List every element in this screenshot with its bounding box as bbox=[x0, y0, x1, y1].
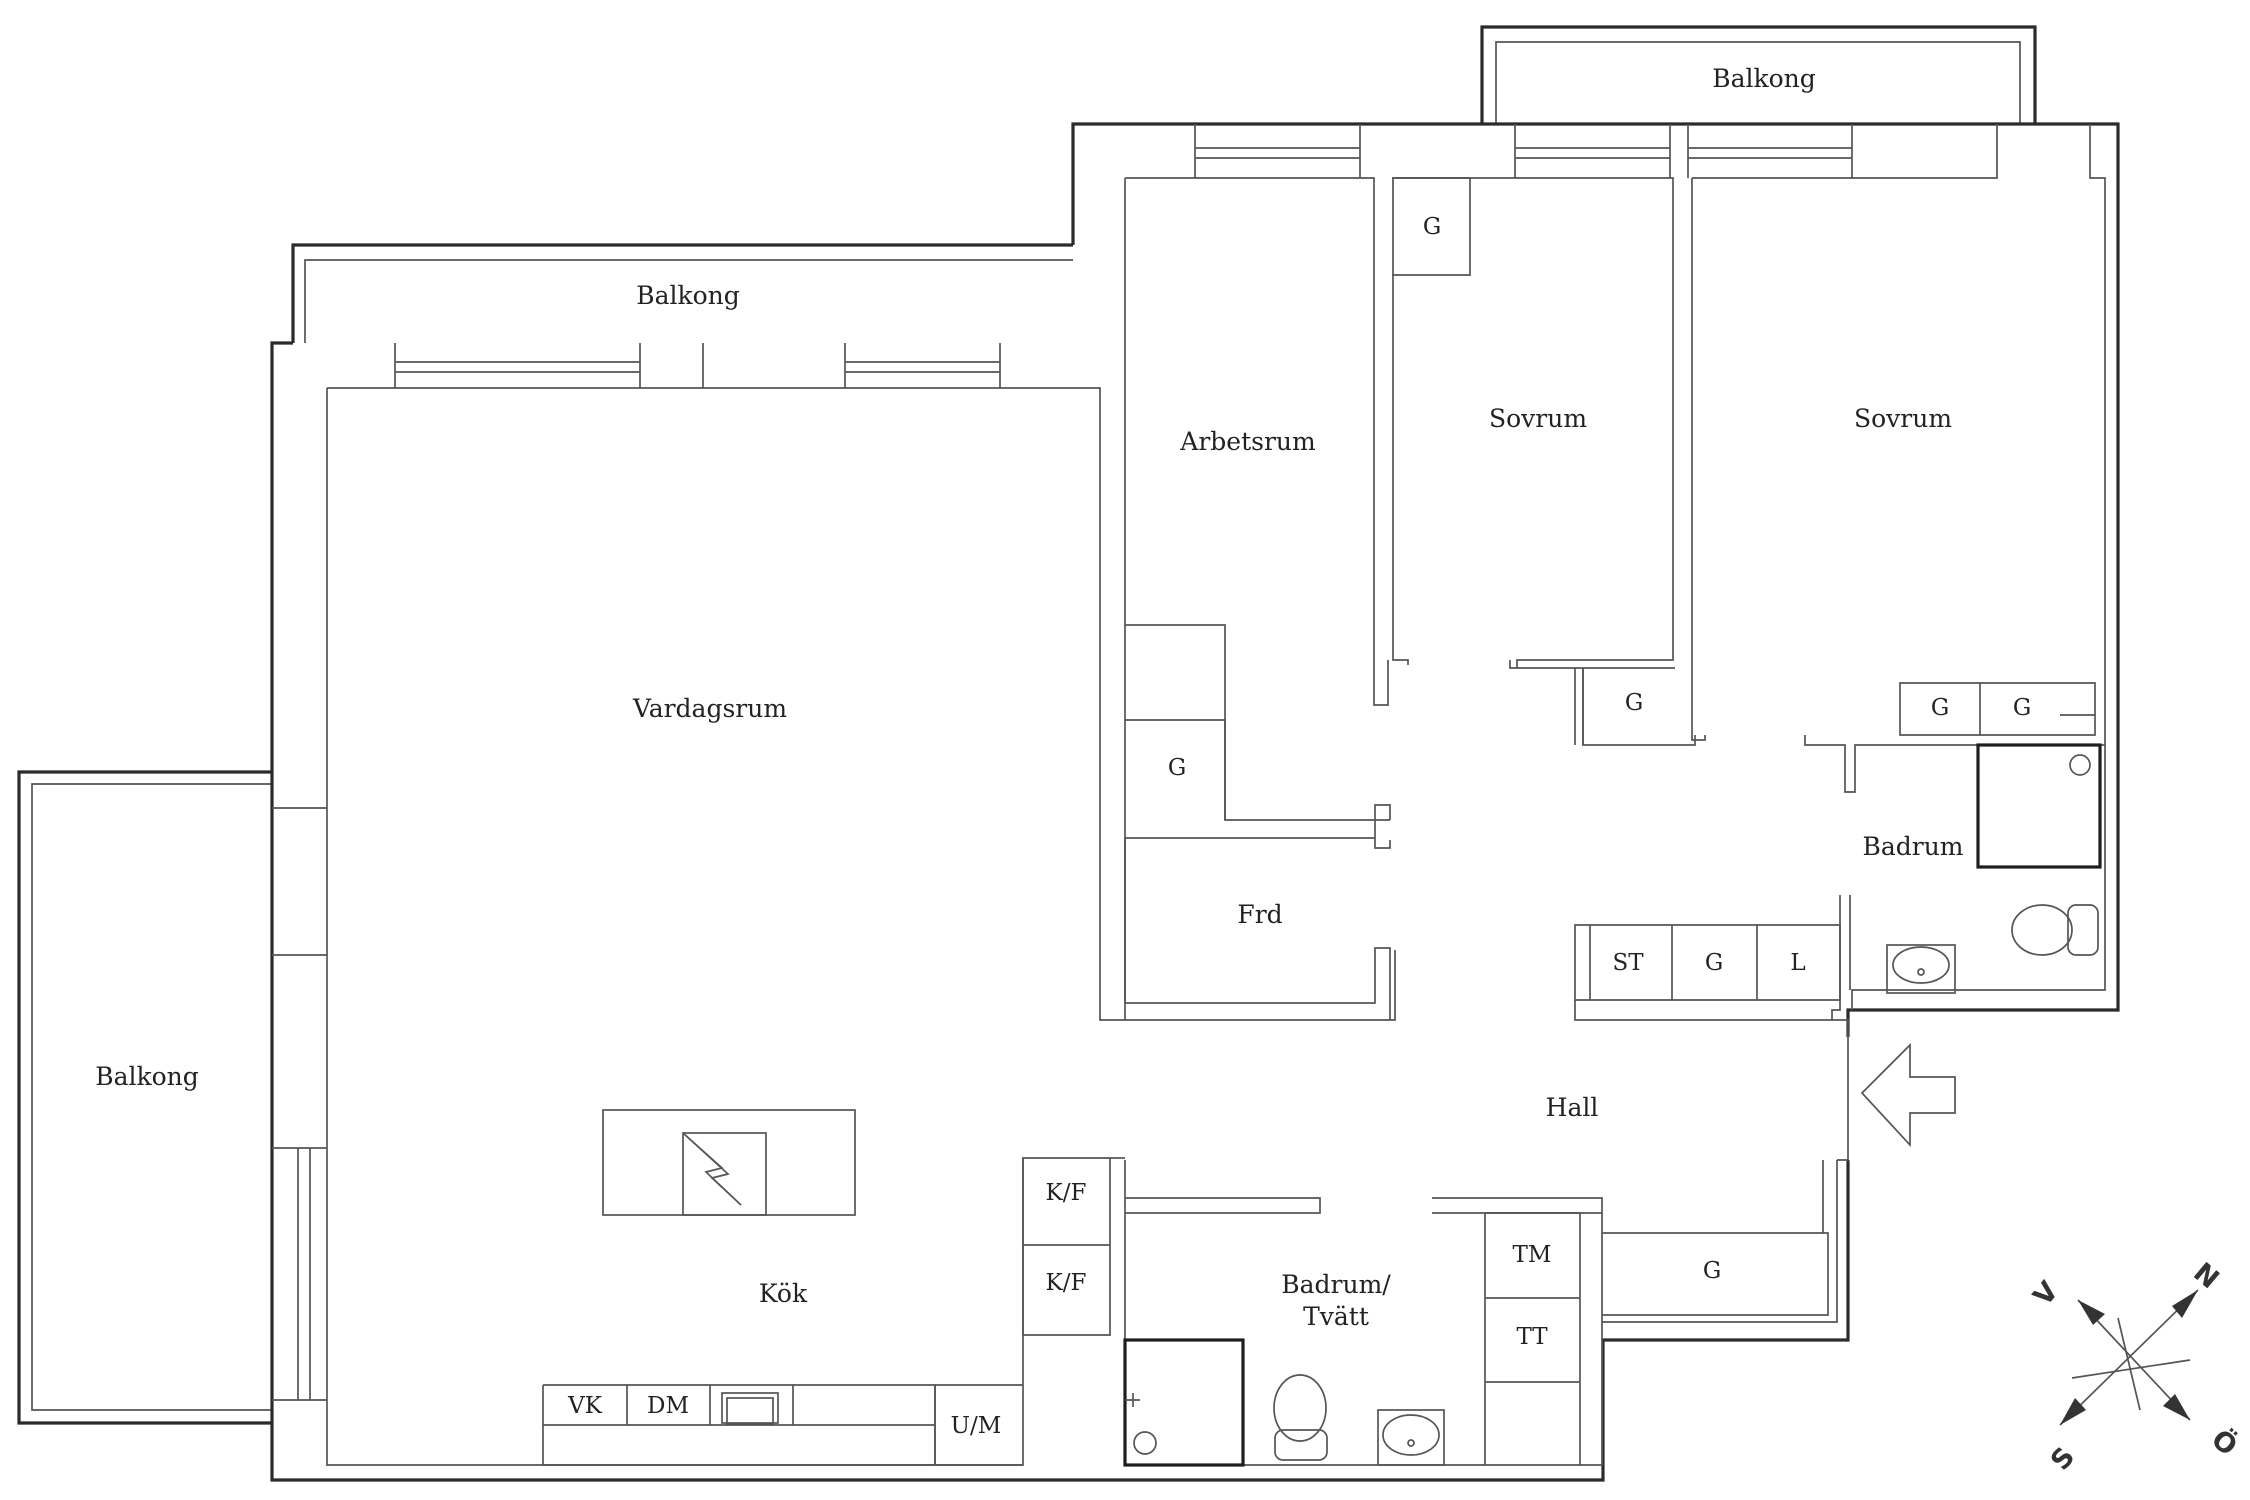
hall-walls bbox=[1124, 1019, 1849, 1466]
entrance-arrow-icon bbox=[1860, 1042, 1956, 1148]
balcony-top-right bbox=[1480, 25, 2037, 124]
label-kok: Kök bbox=[759, 1279, 808, 1308]
kitchen-counter bbox=[542, 1384, 1023, 1466]
label-kf-upper: K/F bbox=[1046, 1180, 1087, 1206]
kitchen-island bbox=[602, 1109, 856, 1216]
kitchen-fridge-block bbox=[1022, 1157, 1125, 1336]
fixtures-bathroom bbox=[1123, 743, 2102, 1467]
label-um: U/M bbox=[951, 1413, 1002, 1439]
label-l: L bbox=[1790, 950, 1805, 976]
compass-north: N bbox=[2187, 1257, 2224, 1295]
compass-icon bbox=[2059, 1289, 2199, 1426]
label-balkong-top-right: Balkong bbox=[1712, 64, 1816, 93]
label-g-hall-closet: G bbox=[1705, 950, 1723, 976]
label-g-sovrum1-top: G bbox=[1423, 214, 1441, 240]
label-badrum: Badrum bbox=[1862, 832, 1963, 861]
arbetsrum-walls bbox=[1124, 625, 1391, 1020]
label-kf-lower: K/F bbox=[1046, 1270, 1087, 1296]
windows bbox=[272, 124, 1853, 1401]
label-badrum-tvatt-1: Badrum/ bbox=[1281, 1270, 1391, 1299]
balcony-top-left bbox=[291, 243, 1073, 343]
outer-wall-inner bbox=[326, 124, 2106, 1466]
label-badrum-tvatt-2: Tvätt bbox=[1303, 1302, 1369, 1331]
outer-wall bbox=[270, 122, 2120, 1482]
label-tm: TM bbox=[1513, 1242, 1552, 1268]
label-balkong-left: Balkong bbox=[95, 1062, 199, 1091]
label-dm: DM bbox=[647, 1393, 689, 1419]
badrum-walls bbox=[1574, 895, 1851, 1021]
label-g-hall-bottom: G bbox=[1703, 1258, 1721, 1284]
label-g-sovrum1-bottom: G bbox=[1625, 690, 1643, 716]
label-hall: Hall bbox=[1546, 1093, 1599, 1122]
label-balkong-top-left: Balkong bbox=[636, 281, 740, 310]
label-arbetsrum: Arbetsrum bbox=[1179, 427, 1316, 456]
balcony-left bbox=[17, 770, 272, 1425]
compass-south: S bbox=[2045, 1442, 2081, 1477]
sovrum2-closets bbox=[1804, 682, 2105, 793]
label-vardagsrum: Vardagsrum bbox=[632, 694, 787, 723]
label-vk: VK bbox=[567, 1393, 603, 1419]
label-g-arbetsrum: G bbox=[1168, 755, 1186, 781]
label-g-sovrum2-right: G bbox=[2013, 695, 2031, 721]
fixture-labels: G G G G G ST G L K/F K/F TM TT G VK DM U… bbox=[567, 214, 2031, 1439]
label-g-sovrum2-left: G bbox=[1931, 695, 1949, 721]
label-sovrum-2: Sovrum bbox=[1854, 404, 1952, 433]
label-tt: TT bbox=[1516, 1324, 1548, 1350]
compass-labels: N V S Ö bbox=[2028, 1257, 2245, 1476]
compass-east: Ö bbox=[2205, 1422, 2244, 1462]
label-sovrum-1: Sovrum bbox=[1489, 404, 1587, 433]
room-labels: Balkong Balkong Balkong Arbetsrum Sovrum… bbox=[95, 64, 1964, 1331]
compass-west: V bbox=[2028, 1276, 2065, 1312]
label-st: ST bbox=[1612, 950, 1644, 976]
label-frd: Frd bbox=[1237, 900, 1282, 929]
sovrum1-closet bbox=[1392, 177, 1696, 746]
